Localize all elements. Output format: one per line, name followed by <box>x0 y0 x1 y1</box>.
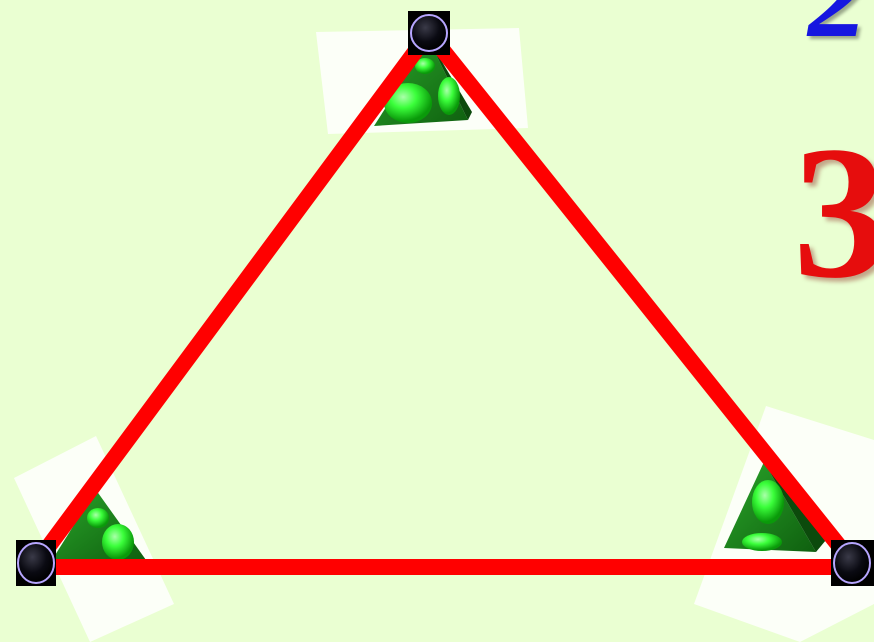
corner-prism-bottom-right <box>694 406 874 642</box>
vertex-bottom-left <box>16 540 56 586</box>
digit-two-label: 2 <box>808 0 867 56</box>
corner-prism-bottom-left <box>14 436 174 642</box>
edge-left <box>37 33 429 562</box>
digit-three-label: 3 <box>793 118 874 308</box>
edge-right <box>429 33 852 562</box>
vertex-bottom-right <box>831 540 874 586</box>
vertex-top <box>408 11 450 55</box>
